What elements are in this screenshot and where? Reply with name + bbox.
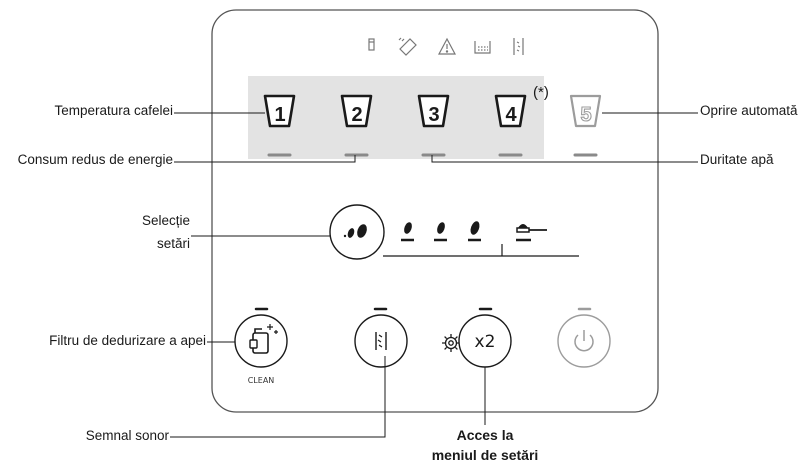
milk-icon (368, 38, 375, 51)
label-selection-line2: setări (156, 236, 190, 251)
grounds-container-icon (474, 41, 491, 54)
water-icon (513, 38, 524, 55)
label-access-line2: meniul de setări (431, 447, 539, 463)
label-access-line1: Acces la (456, 427, 514, 443)
descale-icon (398, 37, 417, 56)
label-hardness: Duritate apă (700, 152, 774, 167)
strength-scale-line (383, 244, 579, 257)
label-energy: Consum redus de energie (17, 152, 173, 167)
clean-label: CLEAN (248, 376, 275, 385)
button-4-number: 4 (505, 104, 517, 126)
button-2-number: 2 (351, 104, 362, 126)
x2-label: x2 (475, 332, 496, 352)
strength-indicators (401, 221, 481, 242)
label-beep: Semnal sonor (85, 428, 169, 443)
button-1-number: 1 (274, 104, 285, 126)
button-2[interactable]: 2 (340, 94, 373, 128)
label-filter: Filtru de dedurizare a apei (49, 333, 206, 348)
label-temperature: Temperatura cafelei (54, 103, 173, 118)
button-4[interactable]: 4 (494, 94, 527, 128)
button-5[interactable]: 5 (569, 94, 602, 128)
settings-gear-icon (442, 334, 460, 352)
warning-icon (438, 37, 456, 55)
aroma-button[interactable] (329, 204, 385, 260)
callout-lines (170, 112, 698, 438)
label-auto-off: Oprire automată (700, 103, 798, 118)
ground-coffee-icon (516, 224, 547, 242)
highlight-area (248, 76, 544, 159)
x2-button[interactable] (458, 307, 512, 368)
beep-button[interactable] (354, 307, 408, 368)
asterisk-note: (*) (533, 84, 549, 101)
label-selection-line1: Selecție (141, 213, 190, 228)
button-3-number: 3 (428, 104, 439, 126)
clean-button[interactable] (234, 307, 288, 368)
button-5-number: 5 (580, 104, 591, 126)
button-1[interactable]: 1 (263, 94, 296, 128)
power-button[interactable] (557, 307, 611, 368)
button-3[interactable]: 3 (417, 94, 450, 128)
